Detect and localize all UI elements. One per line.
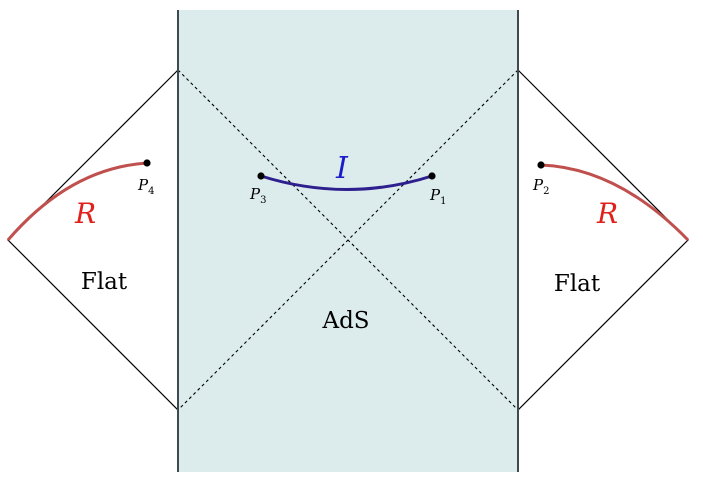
label-right-flat: Flat	[554, 271, 601, 297]
point-p1	[428, 172, 436, 180]
label-p1: P1	[429, 186, 446, 207]
point-p4	[143, 159, 151, 167]
label-left-r: R	[74, 197, 96, 230]
point-p3	[257, 172, 265, 180]
label-left-flat: Flat	[81, 269, 128, 295]
point-p2	[537, 161, 545, 169]
right-flat-diamond	[517, 68, 689, 412]
label-ads: AdS	[321, 308, 369, 334]
left-radiation-curve	[6, 161, 148, 241]
horizon-line-ascending	[177, 69, 519, 411]
label-island: I	[335, 151, 349, 186]
label-p4: P4	[137, 176, 154, 197]
ads-region	[178, 10, 518, 472]
label-p3: P3	[249, 185, 266, 206]
label-right-r: R	[596, 197, 618, 230]
left-flat-diamond	[7, 68, 179, 412]
label-p2: P2	[532, 176, 549, 197]
island-curve	[260, 174, 433, 191]
right-radiation-curve	[540, 163, 690, 242]
